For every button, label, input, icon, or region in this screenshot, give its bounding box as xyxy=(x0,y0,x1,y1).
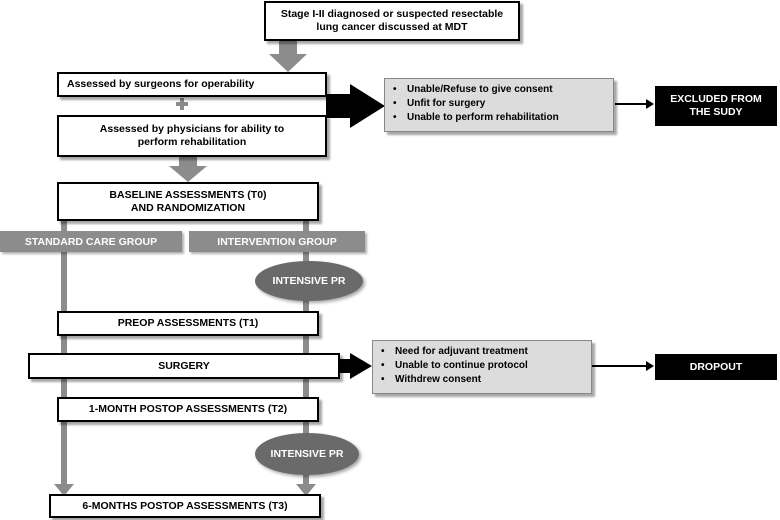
intensive-pr-label-2: INTENSIVE PR xyxy=(270,448,344,460)
postop-6m-box: 6-MONTHS POSTOP ASSESSMENTS (T3) xyxy=(49,494,321,518)
physicians-assessment-text: Assessed by physicians for ability to pe… xyxy=(99,123,285,148)
arrow-reasons-to-dropout-head xyxy=(646,361,654,371)
preop-assessments-box: PREOP ASSESSMENTS (T1) xyxy=(57,311,319,336)
intervention-group-bar: INTERVENTION GROUP xyxy=(189,231,365,252)
physicians-assessment-box: Assessed by physicians for ability to pe… xyxy=(57,115,327,157)
arrow-physicians-to-baseline xyxy=(169,156,207,182)
surgery-text: SURGERY xyxy=(158,359,210,372)
standard-care-group-label: STANDARD CARE GROUP xyxy=(24,235,158,248)
preop-assessments-text: PREOP ASSESSMENTS (T1) xyxy=(117,317,259,329)
surgeons-assessment-box: Assessed by surgeons for operability xyxy=(57,72,327,97)
intensive-pr-label-1: INTENSIVE PR xyxy=(272,275,346,287)
arrow-to-dropout-reasons xyxy=(335,353,372,379)
excluded-text: EXCLUDED FROM THE SUDY xyxy=(670,93,762,118)
baseline-box: BASELINE ASSESSMENTS (T0) AND RANDOMIZAT… xyxy=(57,182,319,221)
surgeons-assessment-text: Assessed by surgeons for operability xyxy=(67,78,255,90)
mdt-box: Stage I-II diagnosed or suspected resect… xyxy=(264,1,520,41)
surgery-box: SURGERY xyxy=(28,353,340,379)
mdt-text: Stage I-II diagnosed or suspected resect… xyxy=(280,8,504,33)
standard-care-group-bar: STANDARD CARE GROUP xyxy=(0,231,182,252)
arrow-mdt-to-surgeons xyxy=(269,40,307,72)
dropout-reason: Withdrew consent xyxy=(381,373,585,387)
arrow-exclusion-to-excluded-head xyxy=(646,99,654,109)
exclusion-reason: Unfit for surgery xyxy=(393,97,607,111)
dropout-box: DROPOUT xyxy=(655,354,777,380)
standard-arm-top-line xyxy=(61,220,67,232)
dropout-text: DROPOUT xyxy=(689,360,743,373)
intervention-group-label: INTERVENTION GROUP xyxy=(217,235,337,248)
dropout-reasons-box: Need for adjuvant treatment Unable to co… xyxy=(372,340,592,394)
dropout-reason: Unable to continue protocol xyxy=(381,359,585,373)
postop-6m-text: 6-MONTHS POSTOP ASSESSMENTS (T3) xyxy=(82,499,288,512)
baseline-text: BASELINE ASSESSMENTS (T0) AND RANDOMIZAT… xyxy=(109,188,267,214)
arrow-to-exclusion xyxy=(326,84,385,128)
postop-1m-box: 1-MONTH POSTOP ASSESSMENTS (T2) xyxy=(57,397,319,422)
dropout-reason: Need for adjuvant treatment xyxy=(381,345,585,359)
exclusion-reason: Unable to perform rehabilitation xyxy=(393,111,607,125)
exclusion-reasons-box: Unable/Refuse to give consent Unfit for … xyxy=(384,78,614,132)
exclusion-reason: Unable/Refuse to give consent xyxy=(393,83,607,97)
intensive-pr-oval-2: INTENSIVE PR xyxy=(255,433,359,475)
intervention-arm-top-line xyxy=(303,220,309,232)
excluded-box: EXCLUDED FROM THE SUDY xyxy=(655,86,777,126)
intensive-pr-oval-1: INTENSIVE PR xyxy=(255,261,363,301)
postop-1m-text: 1-MONTH POSTOP ASSESSMENTS (T2) xyxy=(88,403,288,415)
